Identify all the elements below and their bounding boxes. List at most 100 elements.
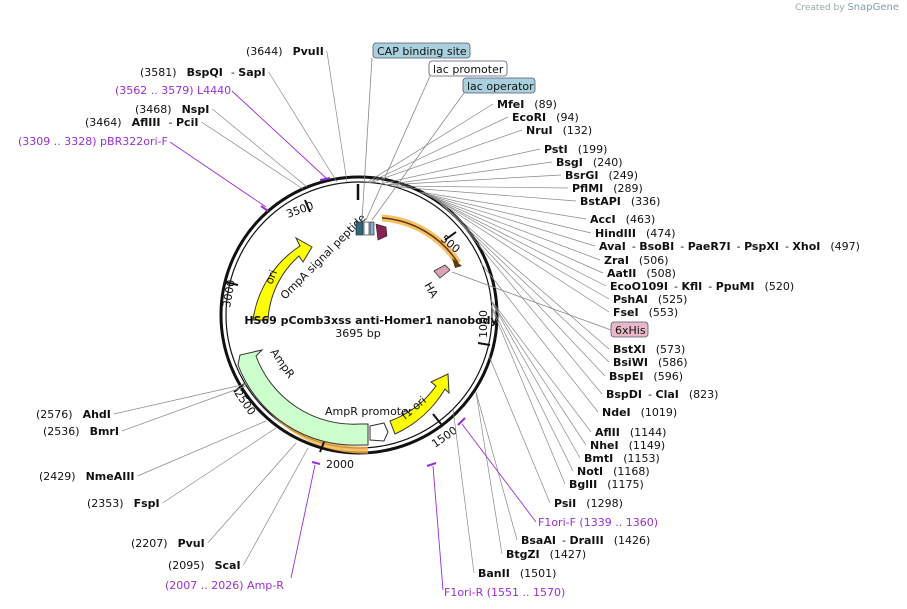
tick-1000: 1000 (477, 310, 490, 338)
site-text: (2429)NmeAIII (39, 470, 135, 483)
tick-mark-500 (444, 231, 457, 241)
site-leader (243, 447, 309, 566)
site-leader (488, 355, 551, 504)
site-text: AvaI- BsoBI- PaeR7I- PspXI- XhoI(497) (599, 240, 860, 253)
site-leader (367, 116, 509, 184)
his-box-label: 6xHis (615, 324, 646, 337)
site-position: (2536) (43, 425, 80, 438)
site-position: (1153) (623, 452, 660, 465)
site-leader (383, 161, 553, 186)
site-label: BsrGI(249) (385, 169, 638, 186)
enzyme-name: NotI (577, 465, 603, 478)
laco-box-label: lac operator (467, 80, 534, 93)
site-label: (2576)AhdI (36, 383, 247, 421)
site-leader (113, 383, 247, 415)
enzyme-name: BstAPI (580, 195, 621, 208)
enzyme-name: NheI (590, 439, 619, 452)
site-position: (823) (689, 388, 719, 401)
ha-feature (433, 264, 451, 279)
site-leader (432, 197, 610, 313)
site-text: HindIII(474) (595, 227, 676, 240)
primer-f1r-label: F1ori-R (1551 .. 1570) (444, 586, 565, 599)
site-label: EcoRI(94) (367, 111, 579, 184)
cap-feature (355, 221, 364, 236)
site-label: BstAPI(336) (396, 186, 660, 208)
enzyme-name: ScaI (215, 559, 241, 572)
site-position: (553) (649, 306, 679, 319)
site-label: (2207)PvuI (131, 442, 297, 550)
site-position: (1019) (641, 406, 678, 419)
enzyme-name: PshAI (613, 293, 648, 306)
f1ori-feature (389, 373, 450, 435)
primer-l4440-label: (3562 .. 3579) L4440 (115, 84, 231, 97)
site-position: (1501) (520, 567, 557, 580)
site-position: (1149) (629, 439, 666, 452)
site-leader (369, 129, 523, 184)
site-text: BsiWI(586) (613, 356, 688, 369)
site-label: (2353)FspI (87, 427, 277, 510)
site-text: ZraI(506) (604, 254, 669, 267)
enzyme-name: FseI (613, 306, 639, 319)
site-label: NheI (1149) (490, 300, 666, 452)
site-label: NdeI(1019) (479, 261, 678, 419)
site-leader (419, 191, 587, 220)
snapgene-brand: Created by SnapGene (795, 2, 899, 13)
site-leader (326, 50, 348, 183)
insert-arrow (381, 217, 459, 264)
enzyme-name: BsaAI (521, 534, 556, 547)
primer-f1r-mark (426, 462, 437, 467)
site-text: (3644)PvuII (246, 45, 324, 58)
site-label: BanII(1501) (452, 408, 557, 580)
site-label: PsiI(1298) (488, 355, 623, 510)
enzyme-name: NspI (182, 103, 210, 116)
enzyme-name: PaeR7I (688, 240, 731, 253)
site-label: AatII(508) (426, 194, 676, 280)
ha-label: HA (421, 280, 440, 301)
site-label: AvaI- BsoBI- PaeR7I- PspXI- XhoI(497) (424, 193, 860, 253)
site-position: (463) (626, 213, 656, 226)
site-position: (3644) (246, 45, 283, 58)
enzyme-name: BsoBI (639, 240, 674, 253)
site-label: HindIII(474) (421, 192, 676, 240)
plasmid-name: HS69 pComb3xss anti-Homer1 nanobody (244, 314, 497, 327)
ompa-feature (375, 223, 388, 241)
enzyme-name: FspI (134, 497, 160, 510)
lacp-leader (365, 75, 431, 221)
site-label: PflMI (289) (391, 182, 643, 195)
site-text: BsaAI- DraIII(1426) (521, 534, 650, 547)
site-leader (437, 200, 610, 363)
primer-pbr-label: (3309 .. 3328) pBR322ori-F (18, 135, 168, 148)
site-position: (289) (613, 182, 643, 195)
ampr-feature (237, 349, 369, 446)
site-label: AccI(463) (419, 191, 656, 226)
enzyme-name: NruI (526, 124, 553, 137)
enzyme-name: AflII (595, 426, 620, 439)
site-label: BsgI(240) (383, 156, 623, 186)
site-position: (2207) (131, 537, 168, 550)
site-label: (3464)AflIII- PciI (85, 116, 304, 190)
enzyme-name: PflMI (572, 182, 603, 195)
primer-f1f-leader (461, 423, 537, 523)
primer-l4440-leader (231, 90, 327, 179)
enzyme-name: PciI (176, 116, 198, 129)
ampr-label: AmpR (268, 346, 298, 381)
site-position: (240) (593, 156, 623, 169)
site-text: BtgZI(1427) (506, 548, 586, 561)
site-position: (497) (830, 240, 860, 253)
site-text: (2576)AhdI (36, 408, 111, 421)
site-text: BstAPI(336) (580, 195, 660, 208)
enzyme-name: XhoI (792, 240, 820, 253)
lacp-box-label: lac promoter (433, 63, 504, 76)
laco-box (462, 77, 536, 94)
site-leader (479, 261, 599, 413)
site-leader (421, 192, 592, 234)
site-leader (424, 193, 596, 247)
site-text: EcoO109I- KflI- PpuMI(520) (610, 280, 794, 293)
site-position: (1426) (614, 534, 651, 547)
primer-f1r-leader (432, 465, 444, 591)
site-text: PshAI(525) (613, 293, 687, 306)
site-leader (365, 103, 494, 184)
primer-ampr-label: (2007 .. 2026) Amp-R (165, 579, 284, 592)
cap-leader (361, 57, 373, 221)
site-leader (162, 427, 277, 504)
